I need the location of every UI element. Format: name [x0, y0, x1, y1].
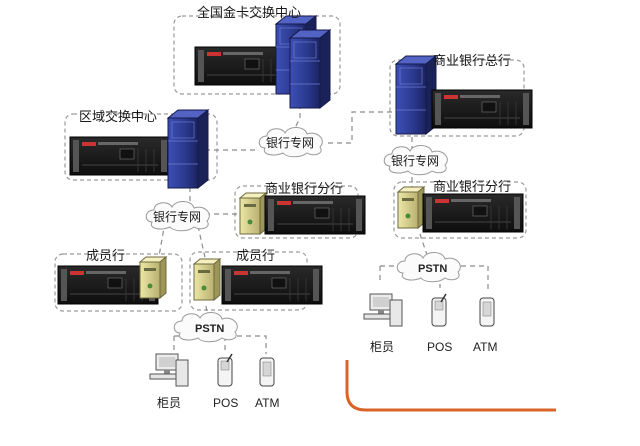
label-member-left: 成员行 [86, 249, 125, 264]
label-teller-right: 柜员 [370, 340, 394, 354]
frame-national-center [173, 15, 341, 95]
atm-icon-right [479, 297, 495, 327]
label-pstn-left: PSTN [195, 323, 224, 335]
server-regional-center [167, 109, 209, 189]
teller-pc-icon-right [363, 293, 403, 327]
label-branch-left: 商业银行分行 [265, 182, 343, 197]
label-branch-right: 商业银行分行 [433, 180, 511, 195]
pos-terminal-icon-left [217, 353, 233, 387]
label-teller-left: 柜员 [157, 396, 181, 410]
rack-branch-right [422, 193, 524, 233]
server-national-center-front [289, 29, 331, 109]
link-left-network-to-member-left [157, 221, 166, 263]
teller-pc-icon-left [149, 353, 189, 387]
server-member-left [139, 256, 167, 299]
link-top-network-to-hq [328, 111, 396, 144]
label-member-right: 成员行 [236, 249, 275, 264]
label-pos-right: POS [427, 340, 452, 354]
server-branch-right [397, 186, 425, 229]
orange-accent-arc [345, 360, 556, 412]
rack-regional-center [69, 136, 171, 176]
label-private-top: 银行专网 [266, 135, 314, 150]
rack-member-right [221, 265, 323, 305]
link-left-network-to-member-right [197, 225, 207, 263]
server-bank-hq [395, 55, 437, 135]
label-private-right: 银行专网 [391, 153, 439, 168]
label-bank-hq: 商业银行总行 [433, 54, 511, 69]
label-pstn-right: PSTN [418, 263, 447, 275]
frame-bank-hq [389, 59, 525, 137]
label-regional-center: 区域交换中心 [79, 109, 157, 125]
site-frames [54, 15, 527, 312]
rack-branch-left [264, 195, 366, 235]
label-private-left: 银行专网 [153, 209, 201, 224]
server-member-right [193, 258, 221, 301]
label-national-center: 全国金卡交换中心 [197, 5, 301, 21]
atm-icon-left [259, 357, 275, 387]
frame-member-left [54, 253, 183, 312]
label-pos-left: POS [213, 396, 238, 410]
frame-branch-right [393, 181, 527, 239]
label-atm-left: ATM [255, 396, 279, 410]
label-atm-right: ATM [473, 340, 497, 354]
server-branch-left [239, 192, 267, 235]
pos-terminal-icon-right [431, 293, 447, 327]
rack-bank-hq [431, 89, 533, 129]
